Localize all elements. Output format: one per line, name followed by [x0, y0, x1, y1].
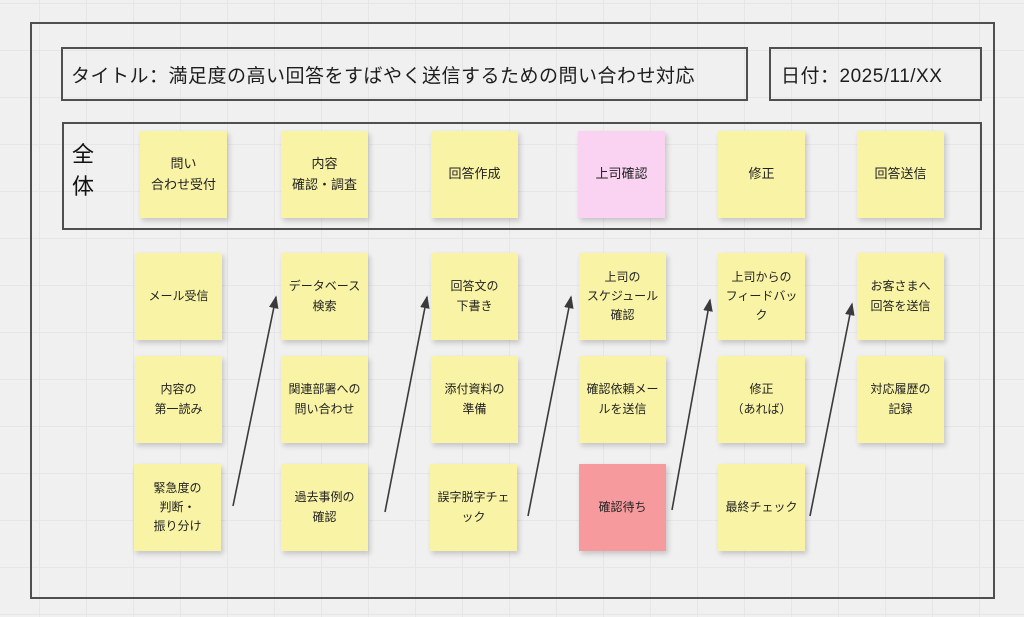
note-waiting-for-review[interactable]: 確認待ち	[579, 464, 666, 551]
note-final-check[interactable]: 最終チェック	[718, 464, 805, 551]
note-label: 上司確認	[595, 166, 648, 182]
note-label: 過去事例の 確認	[294, 490, 355, 524]
note-label: 上司からの フィードバッ ク	[725, 269, 798, 323]
overview-lane[interactable]: 全 体	[62, 122, 982, 230]
note-label: データベース 検索	[288, 279, 361, 313]
board-title: タイトル：満足度の高い回答をすばやく送信するための問い合わせ対応	[71, 65, 696, 87]
note-label: 誤字脱字チェ ック	[437, 490, 510, 524]
note-label: 修正	[748, 166, 775, 182]
note-past-cases[interactable]: 過去事例の 確認	[281, 464, 368, 551]
note-label: 添付資料の 準備	[444, 382, 505, 416]
note-label: お客さまへ 回答を送信	[870, 279, 931, 313]
note-boss-feedback[interactable]: 上司からの フィードバッ ク	[718, 253, 805, 340]
note-overview-boss-review[interactable]: 上司確認	[578, 131, 665, 218]
note-label: 内容の 第一読み	[154, 382, 203, 416]
note-label: 緊急度の 判断・ 振り分け	[153, 480, 202, 534]
note-first-read[interactable]: 内容の 第一読み	[135, 356, 222, 443]
note-overview-answer-send[interactable]: 回答送信	[857, 131, 944, 218]
note-record-history[interactable]: 対応履歴の 記録	[857, 356, 944, 443]
title-box[interactable]: タイトル：満足度の高い回答をすばやく送信するための問い合わせ対応	[61, 47, 748, 101]
note-label: 上司の スケジュール 確認	[586, 269, 659, 323]
note-label: 関連部署への 問い合わせ	[288, 382, 361, 416]
note-send-to-customer[interactable]: お客さまへ 回答を送信	[857, 253, 944, 340]
note-typo-check[interactable]: 誤字脱字チェ ック	[430, 464, 517, 551]
note-urgency-triage[interactable]: 緊急度の 判断・ 振り分け	[134, 464, 221, 551]
note-database-search[interactable]: データベース 検索	[281, 253, 368, 340]
note-review-request-mail[interactable]: 確認依頼メー ルを送信	[579, 356, 666, 443]
note-answer-draft[interactable]: 回答文の 下書き	[431, 253, 518, 340]
note-label: 確認依頼メー ルを送信	[586, 382, 659, 416]
board-date: 日付：2025/11/XX	[781, 65, 943, 87]
note-label: 回答送信	[874, 166, 927, 182]
board-frame	[30, 22, 995, 599]
note-mail-receive[interactable]: メール受信	[135, 253, 222, 340]
date-box[interactable]: 日付：2025/11/XX	[769, 47, 982, 101]
note-label: 修正 （あれば）	[731, 382, 792, 416]
note-overview-revision[interactable]: 修正	[718, 131, 805, 218]
note-attachments-prep[interactable]: 添付資料の 準備	[431, 356, 518, 443]
note-fix-if-needed[interactable]: 修正 （あれば）	[718, 356, 805, 443]
note-ask-departments[interactable]: 関連部署への 問い合わせ	[281, 356, 368, 443]
note-label: 対応履歴の 記録	[870, 382, 931, 416]
note-boss-schedule-check[interactable]: 上司の スケジュール 確認	[579, 253, 666, 340]
note-overview-answer-draft[interactable]: 回答作成	[431, 131, 518, 218]
overview-lane-label: 全 体	[72, 142, 95, 199]
note-overview-inquiry-intake[interactable]: 問い 合わせ受付	[140, 131, 227, 218]
note-label: メール受信	[148, 288, 209, 303]
note-label: 問い 合わせ受付	[150, 155, 216, 192]
note-label: 内容 確認・調査	[291, 155, 357, 192]
note-label: 確認待ち	[598, 499, 647, 514]
note-label: 回答文の 下書き	[450, 279, 499, 313]
note-overview-content-check[interactable]: 内容 確認・調査	[281, 131, 368, 218]
note-label: 回答作成	[448, 166, 501, 182]
note-label: 最終チェック	[725, 499, 798, 514]
